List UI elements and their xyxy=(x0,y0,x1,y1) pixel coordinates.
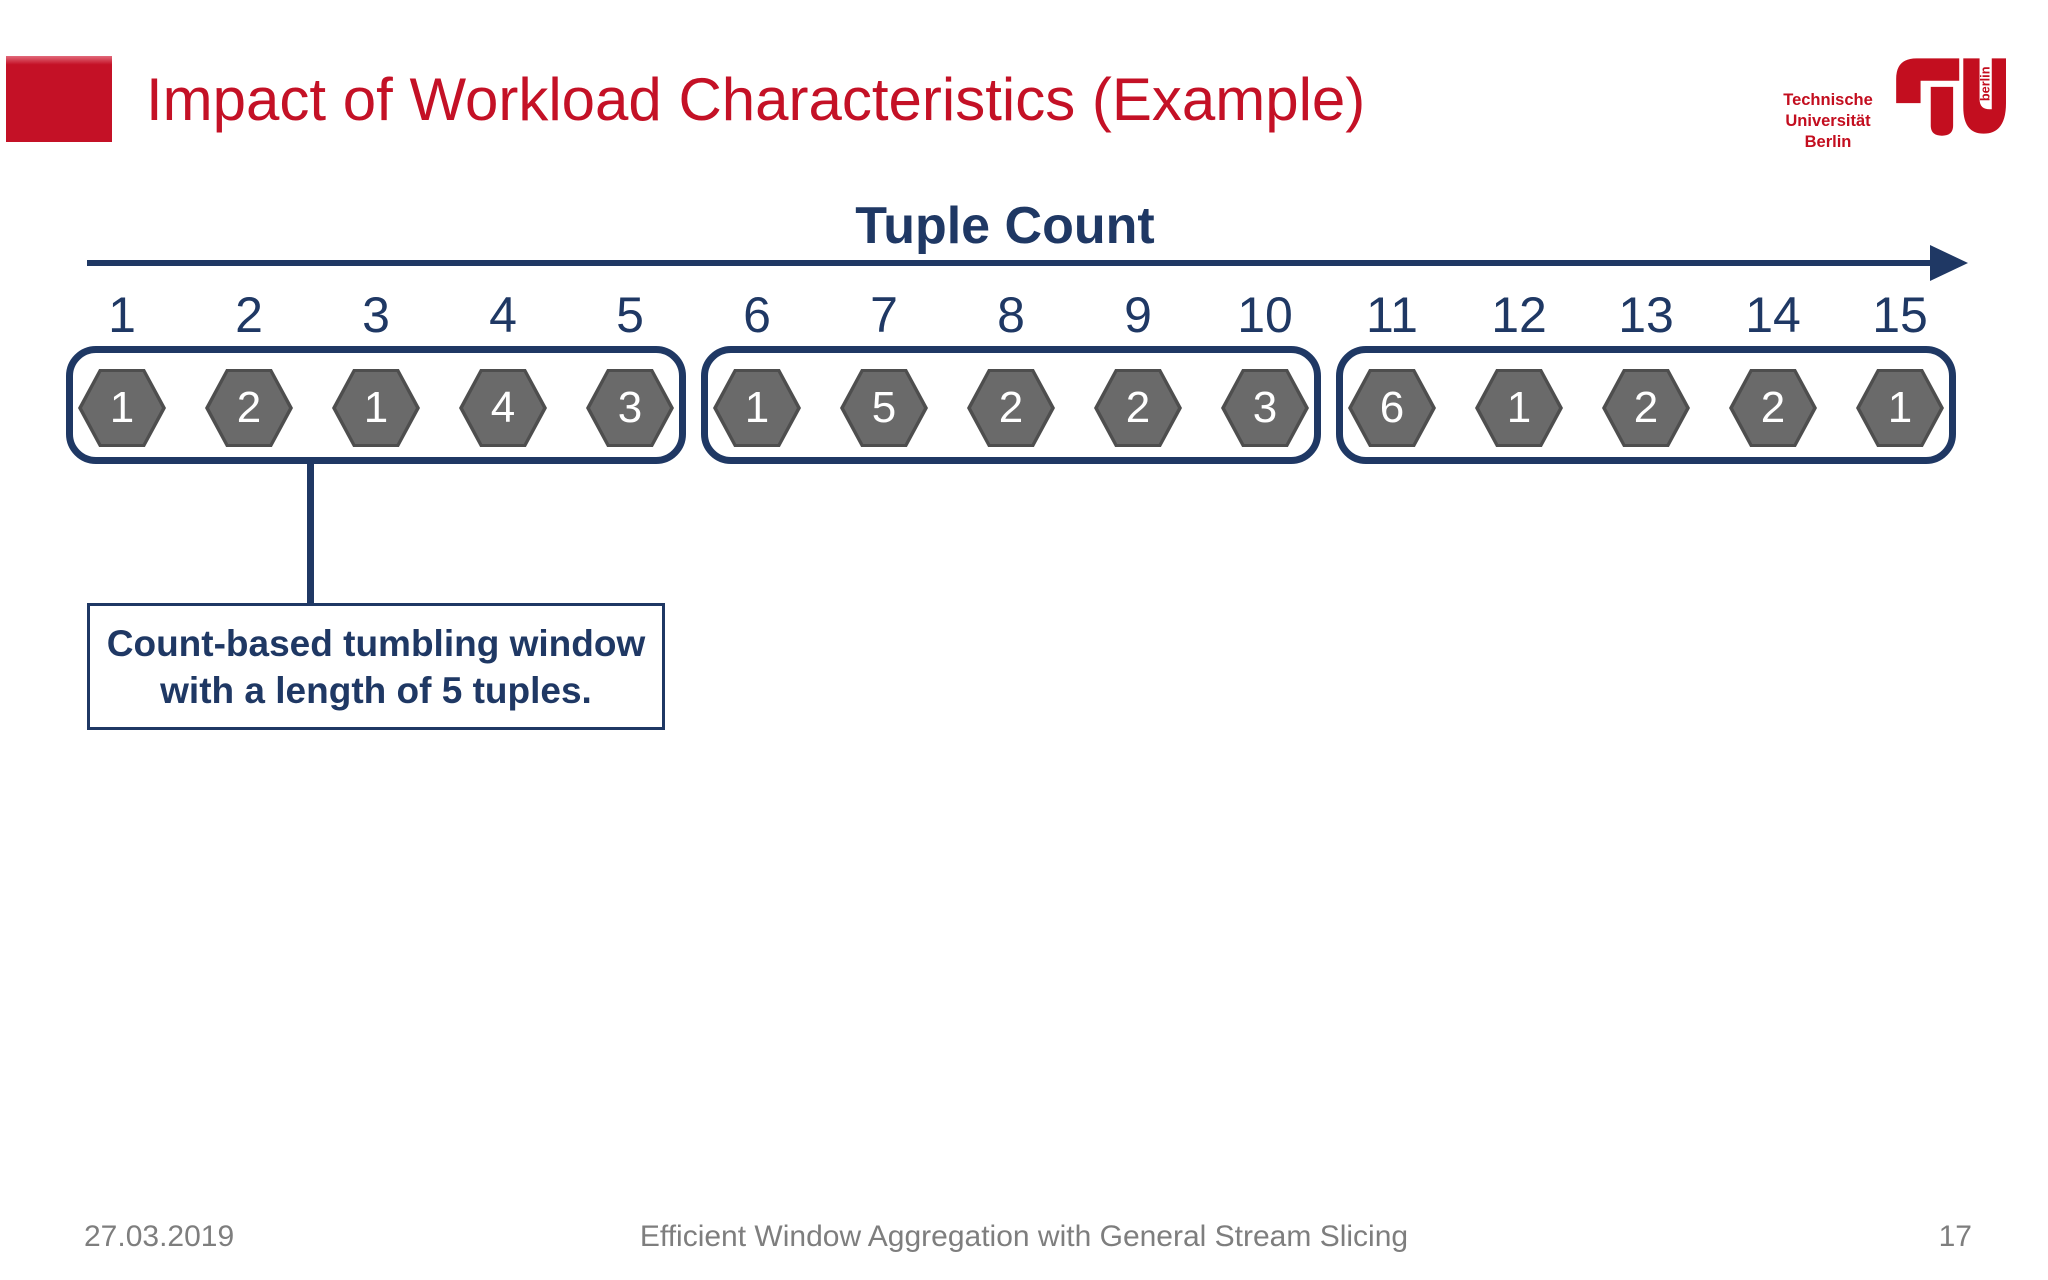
tick-label-1: 1 xyxy=(108,287,136,343)
page-title: Impact of Workload Characteristics (Exam… xyxy=(146,66,1366,133)
accent-square xyxy=(6,56,112,142)
tuple-hexagon: 1 xyxy=(1475,369,1563,447)
tuple-value: 2 xyxy=(1760,383,1786,432)
tick-label-10: 10 xyxy=(1237,287,1293,343)
tick-label-9: 9 xyxy=(1124,287,1152,343)
tick-label-13: 13 xyxy=(1618,287,1674,343)
logo-line-2: Universität xyxy=(1785,112,1871,130)
tuple-hexagon: 1 xyxy=(332,369,420,447)
tuple-hexagon: 1 xyxy=(78,369,166,447)
callout-line-1: Count-based tumbling window xyxy=(106,622,646,664)
tick-label-15: 15 xyxy=(1872,287,1928,343)
window-group-1 xyxy=(66,346,686,464)
tuple-value: 3 xyxy=(1252,383,1278,432)
tuple-hexagon: 3 xyxy=(1221,369,1309,447)
tick-label-5: 5 xyxy=(616,287,644,343)
tuple-value: 6 xyxy=(1379,383,1405,432)
tuple-hexagon: 2 xyxy=(1094,369,1182,447)
window-group-3 xyxy=(1336,346,1956,464)
tu-logo-icon: berlin xyxy=(1896,58,2006,136)
tuple-value: 5 xyxy=(871,383,897,432)
tuple-hexagon: 2 xyxy=(205,369,293,447)
tuple-value: 4 xyxy=(490,383,516,432)
logo-berlin-label: berlin xyxy=(1978,67,1993,102)
tick-label-4: 4 xyxy=(489,287,517,343)
timeline-title: Tuple Count xyxy=(855,197,1155,255)
footer-title: Efficient Window Aggregation with Genera… xyxy=(639,1220,1409,1253)
tick-label-7: 7 xyxy=(870,287,898,343)
callout-line-2: with a length of 5 tuples. xyxy=(160,669,592,711)
timeline-arrowhead-icon xyxy=(1930,245,1968,281)
tuple-hexagon: 2 xyxy=(1729,369,1817,447)
callout-connector-line xyxy=(307,461,314,606)
tuple-hexagon: 1 xyxy=(713,369,801,447)
tuple-value: 2 xyxy=(1125,383,1151,432)
tuple-hexagon: 4 xyxy=(459,369,547,447)
tuple-hexagon: 2 xyxy=(1602,369,1690,447)
tick-label-3: 3 xyxy=(362,287,390,343)
tuple-value: 2 xyxy=(998,383,1024,432)
tick-label-2: 2 xyxy=(235,287,263,343)
tuple-hexagon: 1 xyxy=(1856,369,1944,447)
tuple-hexagon: 3 xyxy=(586,369,674,447)
tu-berlin-logo: Technische Universität Berlin berlin xyxy=(1740,40,2030,153)
tick-label-6: 6 xyxy=(743,287,771,343)
tick-label-14: 14 xyxy=(1745,287,1801,343)
tuple-value: 1 xyxy=(1506,383,1532,432)
tuple-hexagon: 2 xyxy=(967,369,1055,447)
logo-line-1: Technische xyxy=(1783,91,1873,109)
tuple-value: 1 xyxy=(363,383,389,432)
tuple-hexagon: 5 xyxy=(840,369,928,447)
tuple-value: 3 xyxy=(617,383,643,432)
logo-wordmark: Technische Universität Berlin xyxy=(1758,90,1898,153)
tick-label-12: 12 xyxy=(1491,287,1547,343)
footer-date: 27.03.2019 xyxy=(84,1220,235,1253)
tuple-value: 2 xyxy=(1633,383,1659,432)
tuple-hexagon: 6 xyxy=(1348,369,1436,447)
tick-label-11: 11 xyxy=(1366,287,1418,343)
tuple-value: 1 xyxy=(109,383,135,432)
tuple-value: 2 xyxy=(236,383,262,432)
callout-box: Count-based tumbling window with a lengt… xyxy=(87,603,665,730)
footer-page-number: 17 xyxy=(1938,1220,1972,1253)
timeline-axis xyxy=(87,260,1932,266)
logo-line-3: Berlin xyxy=(1804,133,1852,151)
tuple-value: 1 xyxy=(1887,383,1913,432)
tick-label-8: 8 xyxy=(997,287,1025,343)
window-group-2 xyxy=(701,346,1321,464)
tuple-value: 1 xyxy=(744,383,770,432)
